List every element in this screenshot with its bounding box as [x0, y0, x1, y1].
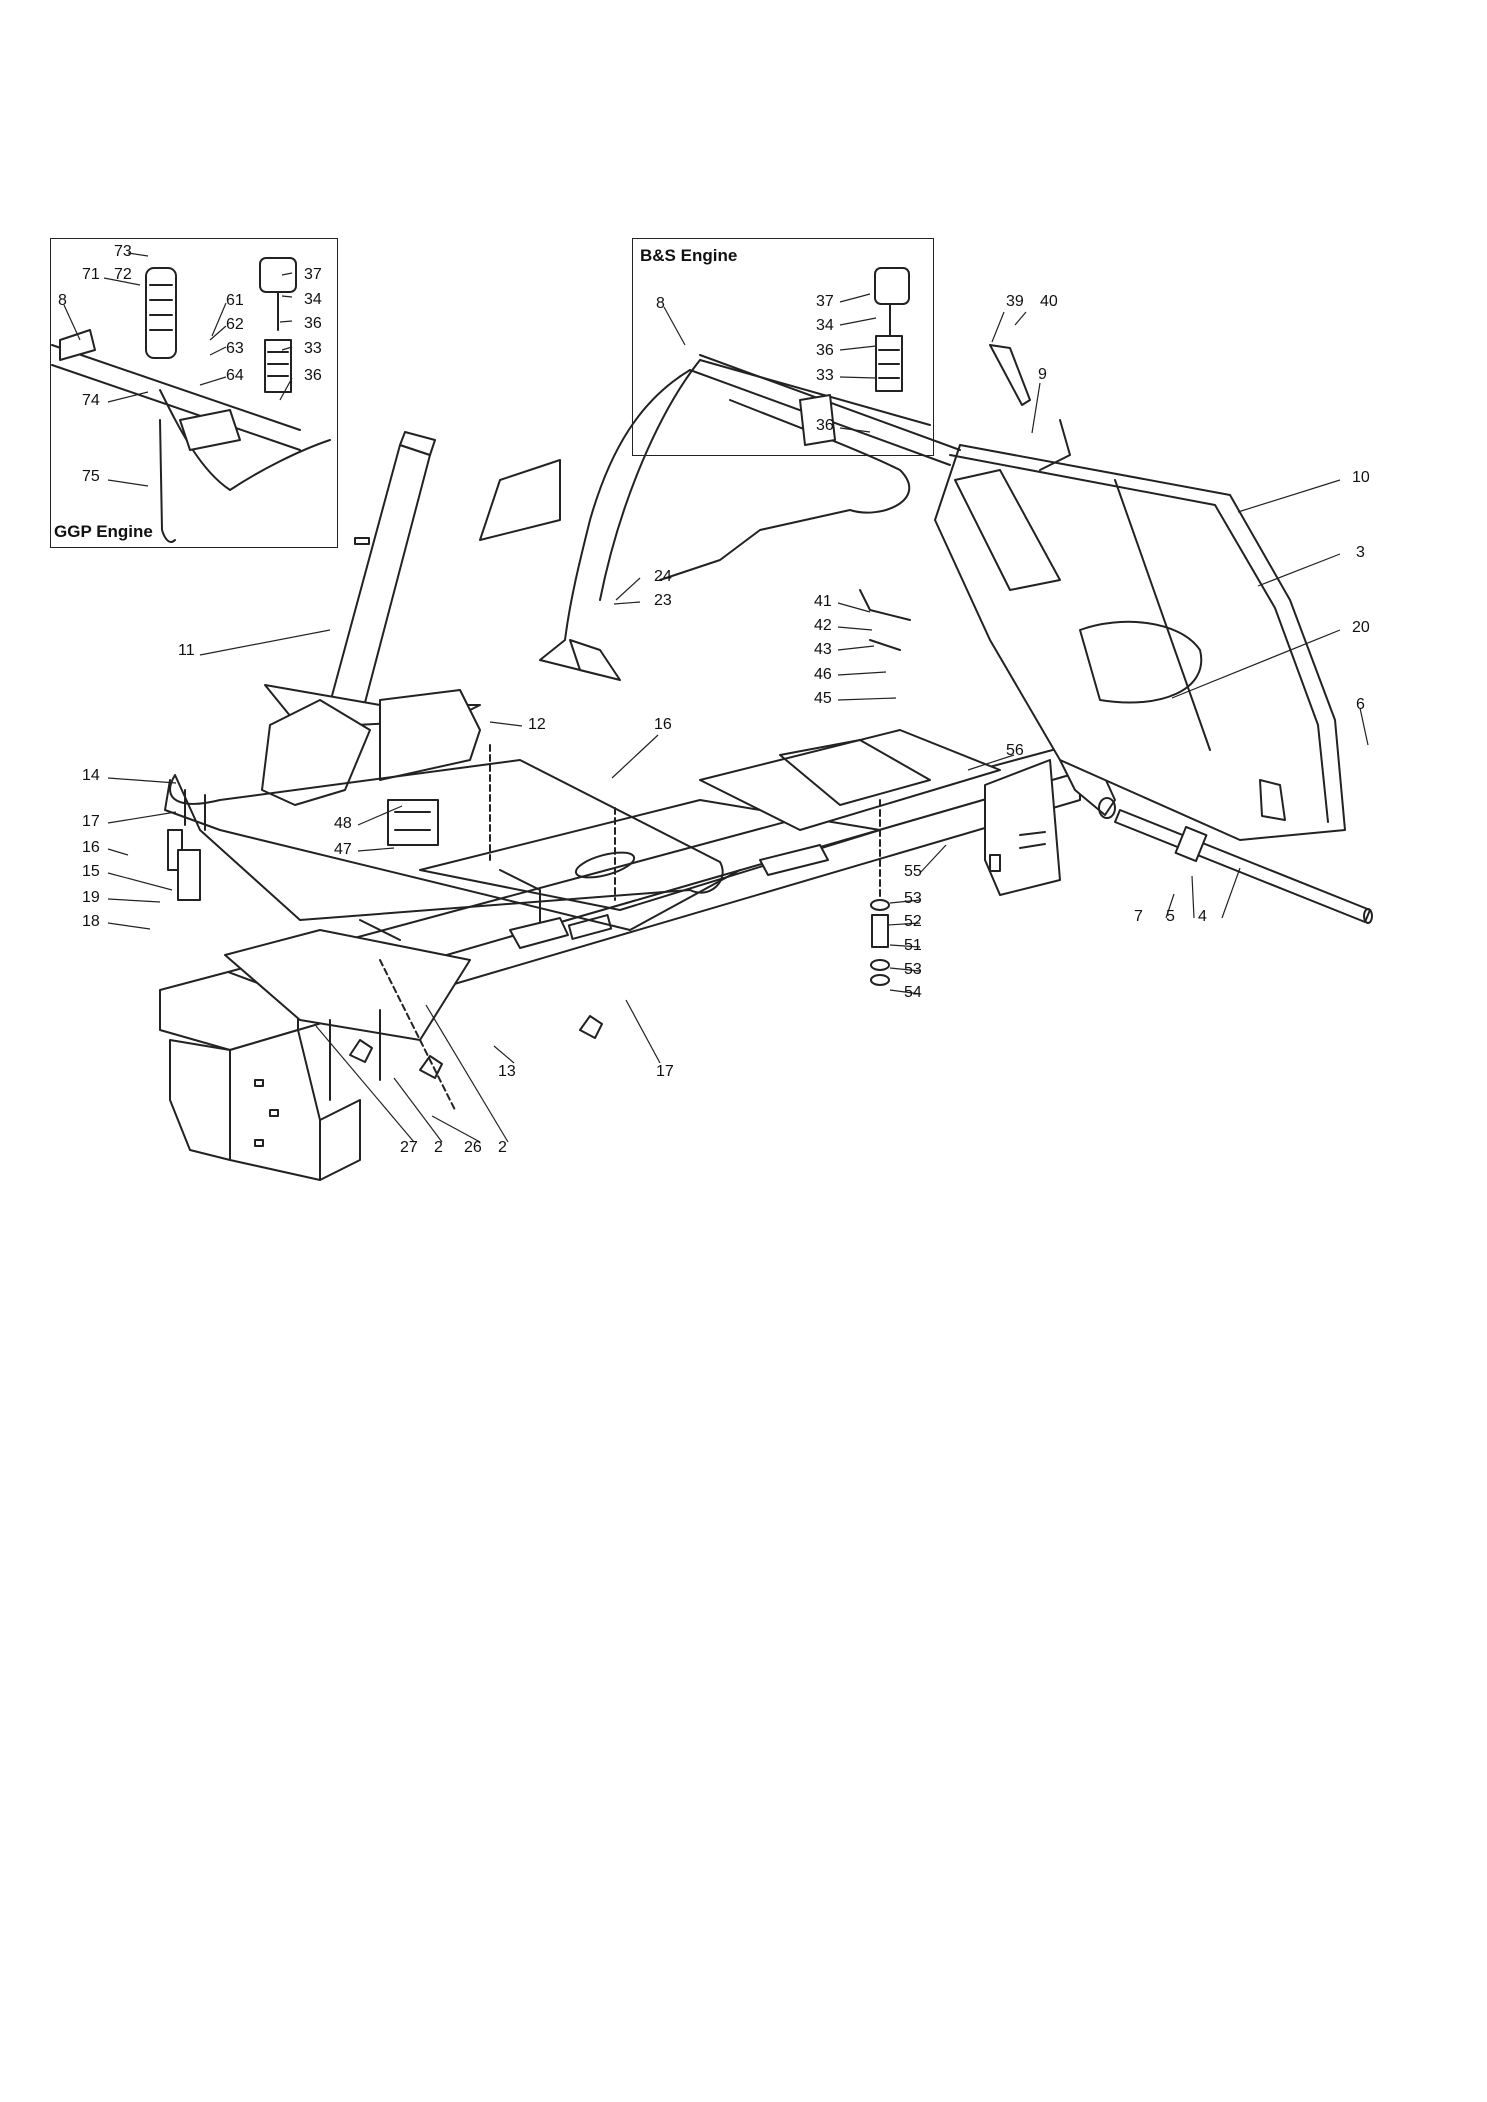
callout-36-bs-a: 36	[816, 342, 834, 359]
callout-16-b: 16	[82, 839, 100, 856]
callout-8-bs: 8	[656, 295, 665, 312]
ggp-engine-title: GGP Engine	[54, 522, 153, 541]
callout-8-ggp: 8	[58, 292, 67, 309]
callout-61: 61	[226, 292, 244, 309]
callout-34-ggp: 34	[304, 291, 322, 308]
callout-18: 18	[82, 913, 100, 930]
callout-4: 4	[1198, 908, 1207, 925]
callout-36-ggp-b: 36	[304, 367, 322, 384]
callout-64: 64	[226, 367, 244, 384]
callout-48: 48	[334, 815, 352, 832]
callout-19: 19	[82, 889, 100, 906]
bs-engine-inset	[632, 238, 934, 456]
callout-46: 46	[814, 666, 832, 683]
callout-54: 54	[904, 984, 922, 1001]
callout-9: 9	[1038, 366, 1047, 383]
ggp-engine-inset	[50, 238, 338, 548]
callout-41: 41	[814, 593, 832, 610]
damper-bodies	[167, 799, 439, 901]
rear-fender	[934, 444, 1346, 841]
callout-75: 75	[82, 468, 100, 485]
callout-2-b: 2	[498, 1139, 507, 1156]
callout-13: 13	[498, 1063, 516, 1080]
callout-56: 56	[1006, 742, 1024, 759]
callout-27: 27	[400, 1139, 418, 1156]
steering-column	[261, 431, 481, 806]
callout-34-bs: 34	[816, 317, 834, 334]
callout-6: 6	[1356, 696, 1365, 713]
callout-10: 10	[1352, 469, 1370, 486]
callout-36-bs-b: 36	[816, 417, 834, 434]
callout-45: 45	[814, 690, 832, 707]
callout-33-ggp: 33	[304, 340, 322, 357]
callout-3: 3	[1356, 544, 1365, 561]
bracket-39-40	[989, 344, 1071, 471]
callout-55: 55	[904, 863, 922, 880]
leader-lines	[63, 252, 1369, 1143]
bs-engine-title: B&S Engine	[640, 246, 738, 265]
callout-17-b: 17	[656, 1063, 674, 1080]
callout-36-ggp-a: 36	[304, 315, 322, 332]
callout-51: 51	[904, 937, 922, 954]
bracket-41	[859, 589, 911, 651]
callout-71: 71	[82, 266, 100, 283]
callout-52: 52	[904, 913, 922, 930]
callout-15: 15	[82, 863, 100, 880]
callout-53-a: 53	[904, 890, 922, 907]
callout-40: 40	[1040, 293, 1058, 310]
callout-72: 72	[114, 266, 132, 283]
bs-inset-drawing	[699, 267, 931, 446]
chassis-frame	[159, 729, 1373, 1181]
callout-7: 7	[1134, 908, 1143, 925]
rear-frame-hoop	[479, 354, 961, 681]
callout-23: 23	[654, 592, 672, 609]
callout-37-bs: 37	[816, 293, 834, 310]
callout-73: 73	[114, 243, 132, 260]
callout-63: 63	[226, 340, 244, 357]
hardware-stack-53-54	[870, 799, 890, 986]
dashed-guide-lines	[379, 744, 616, 1111]
callout-39: 39	[1006, 293, 1024, 310]
callout-53-b: 53	[904, 961, 922, 978]
callout-12: 12	[528, 716, 546, 733]
callout-33-bs: 33	[816, 367, 834, 384]
callout-2-a: 2	[434, 1139, 443, 1156]
callout-47: 47	[334, 841, 352, 858]
callout-43: 43	[814, 641, 832, 658]
callout-16-a: 16	[654, 716, 672, 733]
callout-11: 11	[178, 642, 195, 659]
callout-26: 26	[464, 1139, 482, 1156]
front-bumper-tube	[164, 759, 741, 931]
callout-20: 20	[1352, 619, 1370, 636]
callout-37-ggp: 37	[304, 266, 322, 283]
ggp-inset-drawing	[51, 257, 331, 543]
callout-17-a: 17	[82, 813, 100, 830]
callout-14: 14	[82, 767, 100, 784]
callout-42: 42	[814, 617, 832, 634]
callout-74: 74	[82, 392, 100, 409]
callout-24: 24	[654, 568, 672, 585]
callout-5: 5	[1166, 908, 1175, 925]
callout-62: 62	[226, 316, 244, 333]
